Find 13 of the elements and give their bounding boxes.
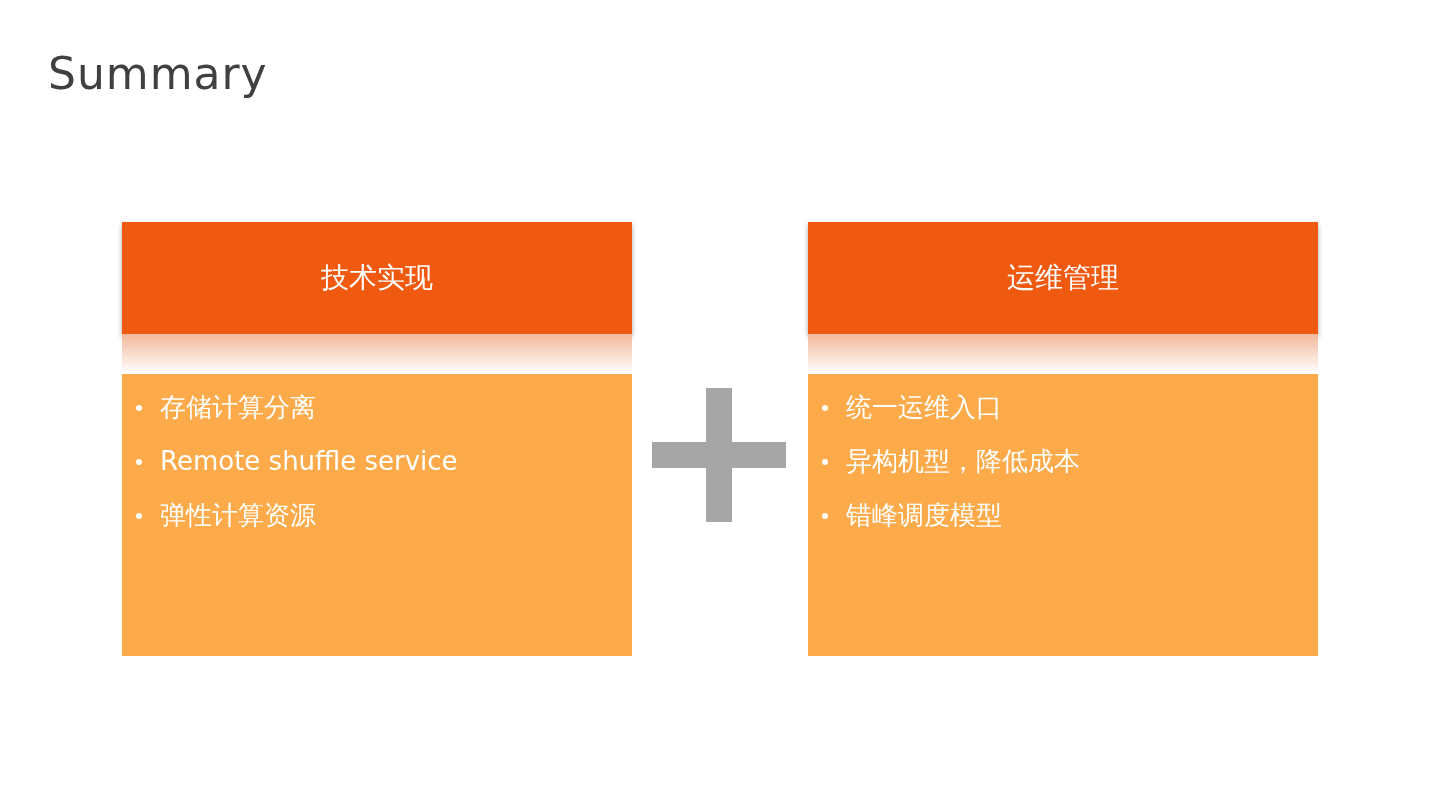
slide-title: Summary (48, 48, 268, 99)
bullet-item: 统一运维入口 (820, 392, 1308, 422)
card-header (122, 222, 632, 334)
bullet-item: 异构机型，降低成本 (820, 446, 1308, 476)
bullet-item: 弹性计算资源 (134, 500, 622, 530)
header-text: 技术实现 (321, 260, 433, 296)
card-body (808, 334, 1318, 656)
card-body (122, 334, 632, 656)
header-text: 运维管理 (1007, 260, 1119, 296)
bullet-item: Remote shuffle service (134, 446, 622, 476)
bullet-item: 存储计算分离 (134, 392, 622, 422)
card-header (808, 222, 1318, 334)
bullet-item: 错峰调度模型 (820, 500, 1308, 530)
